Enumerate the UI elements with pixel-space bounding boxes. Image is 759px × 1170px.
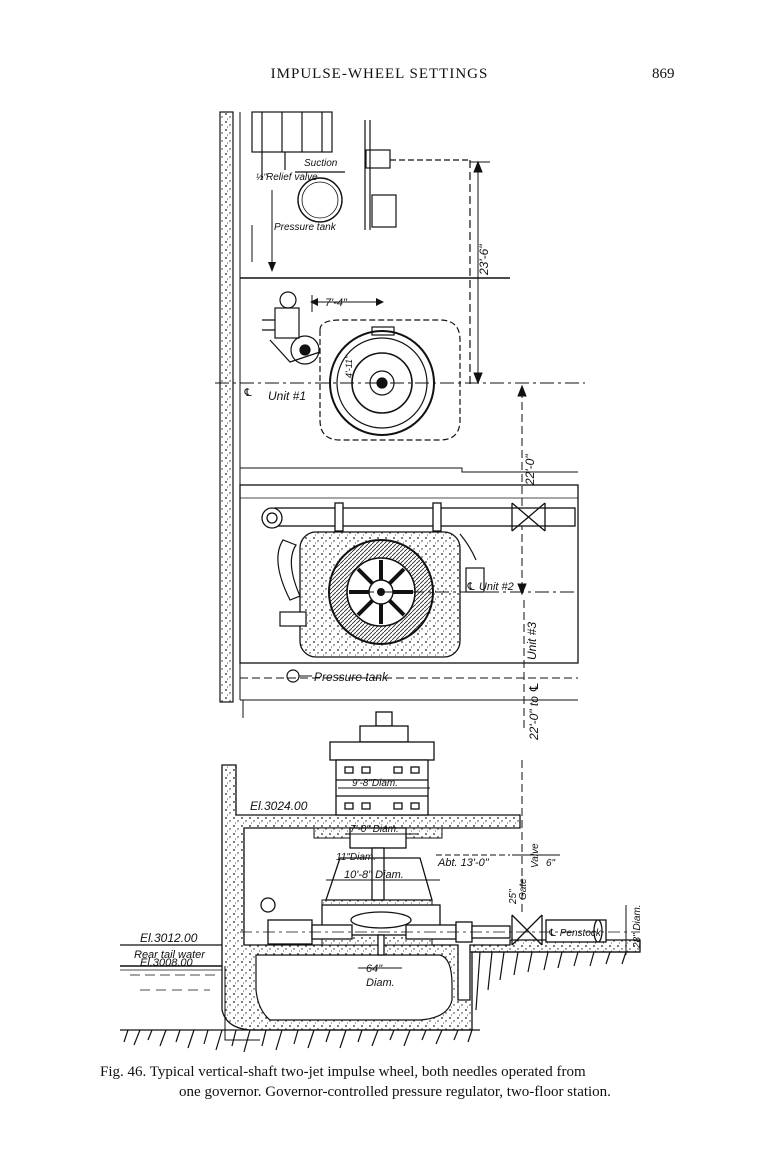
- gate-label: Gate: [518, 878, 529, 900]
- el-3012-label: El.3012.00: [140, 931, 198, 945]
- unit-1-housing: [319, 319, 461, 441]
- dim-4-11-label: 4'-11": [344, 355, 354, 378]
- unit-2-nozzles: [277, 533, 485, 627]
- caption-line-1: Fig. 46. Typical vertical-shaft two-jet …: [100, 1064, 586, 1080]
- dim-7-0-label: 7'-0" Diam.: [350, 824, 399, 835]
- dim-22-0-to-label: 22'-0" to ℄: [527, 682, 541, 741]
- dim-23-6-label: 23'-6": [477, 244, 491, 276]
- relief-fraction-label: ½": [256, 172, 268, 182]
- el-3024-label: El.3024.00: [250, 799, 308, 813]
- unit-1-centerline-label: Unit #1: [268, 389, 306, 403]
- running-header-title: IMPULSE-WHEEL SETTINGS: [270, 66, 489, 82]
- cl-penstock-label: ℄ Penstock: [548, 928, 602, 939]
- plan-view: 23'-6" 7'-4" 4'-11" ½" Re: [215, 111, 585, 741]
- pressure-tank-upper-circle: [297, 177, 343, 223]
- governor-unit-1: [262, 291, 321, 365]
- dim-9-8-label: 9'-8"Diam.: [352, 778, 398, 789]
- dim-28-label: 28" Diam.: [632, 904, 643, 949]
- unit-2-centerline-label: ℄ Unit #2: [466, 581, 514, 593]
- abt-13-0-label: Abt. 13'-0": [437, 857, 490, 869]
- valve-label: Valve: [530, 843, 541, 868]
- caption-line-2: one governor. Governor-controlled pressu…: [179, 1084, 611, 1100]
- dim-10-8-label: 10'-8" Diam.: [344, 869, 404, 881]
- dim-6-label: 6": [546, 858, 556, 869]
- suction-label: Suction: [304, 158, 338, 169]
- relief-valve-label: Relief valve: [266, 172, 318, 183]
- section-penstock-pipe: [260, 897, 607, 946]
- dim-64-label: 64": [366, 963, 383, 975]
- rear-tail-water-label: Rear tail water: [134, 949, 206, 961]
- unit-2-piping: [261, 502, 576, 532]
- dim-25-label: 25": [508, 889, 519, 905]
- dim-22-0-label: 22'-0": [523, 454, 537, 486]
- plan-lower-floor: [239, 484, 579, 664]
- pressure-tank-lower-label: Pressure tank: [314, 670, 389, 684]
- unit-3-label: Unit #3: [525, 622, 539, 660]
- page-number: 869: [652, 66, 675, 82]
- cl-symbol-label: ℄: [243, 387, 253, 399]
- upper-piping: [251, 111, 471, 385]
- dim-7-4-label: 7'-4": [325, 297, 348, 309]
- dim-11-label: 11"Diam.: [336, 852, 376, 863]
- diam-label: Diam.: [366, 977, 395, 989]
- figure-caption: Fig. 46. Typical vertical-shaft two-jet …: [100, 1062, 690, 1102]
- el-3008-label: El.3008.00: [140, 957, 193, 969]
- left-wall: [219, 111, 234, 703]
- bedrock-hatching: [120, 951, 640, 1053]
- section-view: El.3024.00 9'-8"Diam. 7'-0" Diam. 11"Dia…: [120, 711, 643, 1053]
- pressure-tank-upper-label: Pressure tank: [274, 222, 337, 233]
